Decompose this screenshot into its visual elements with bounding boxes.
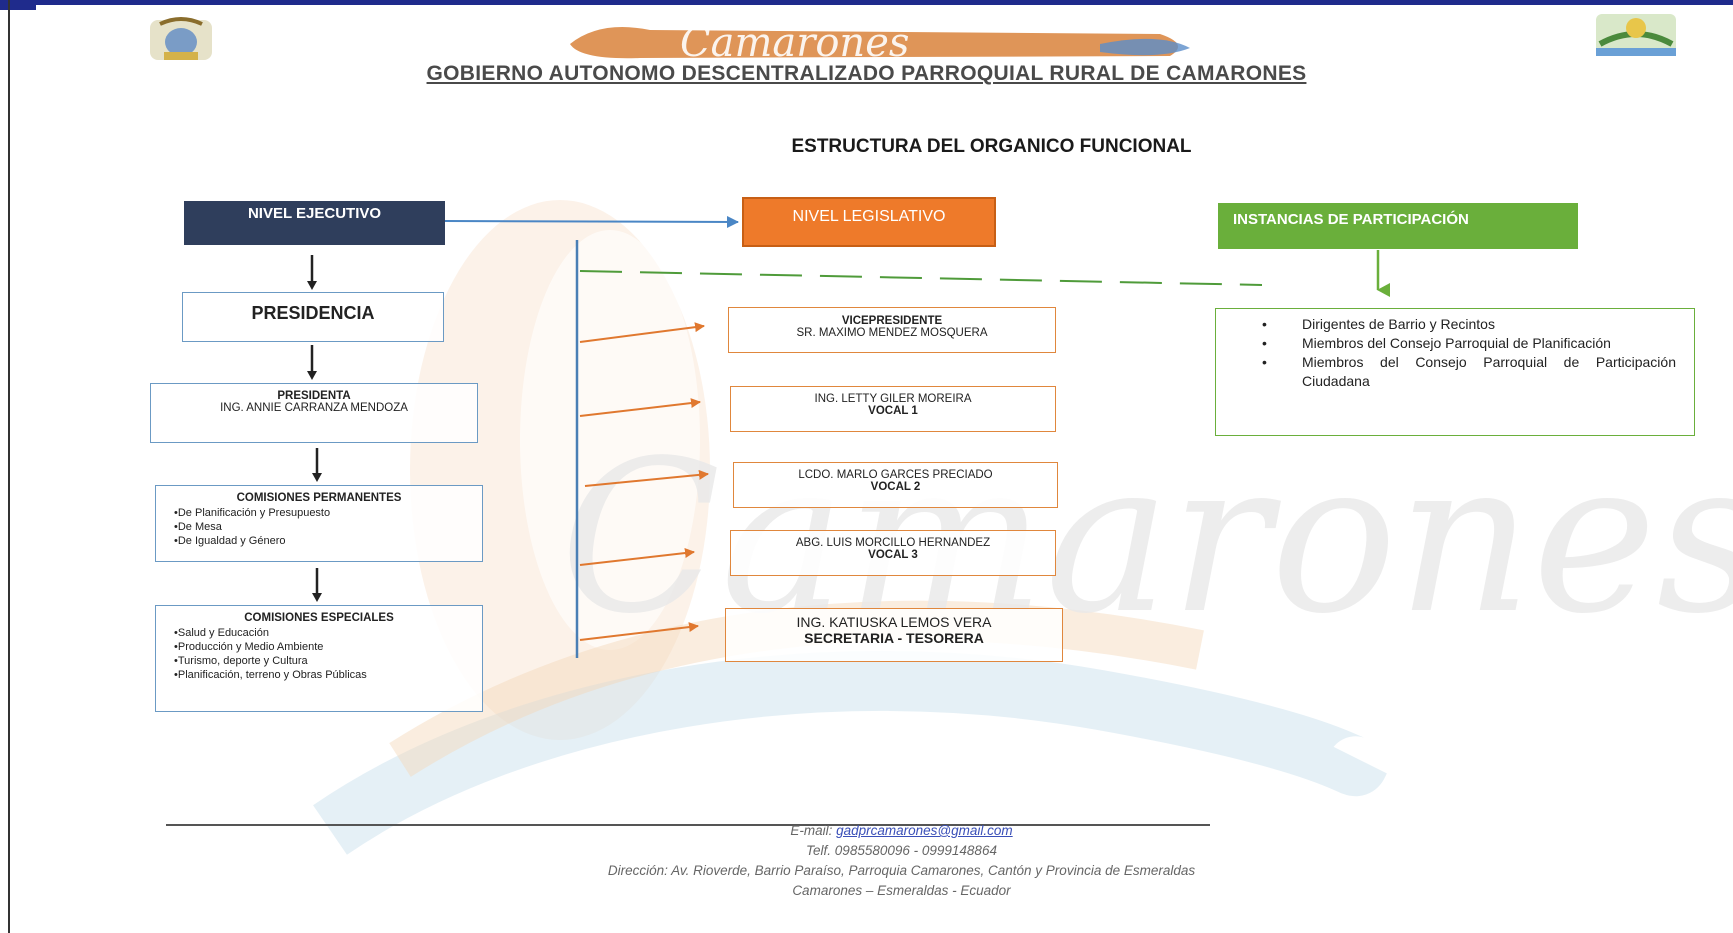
list-item: Producción y Medio Ambiente <box>174 640 482 654</box>
list-item: Miembros del Consejo Parroquial de Parti… <box>1262 353 1676 391</box>
executive-level-header: NIVEL EJECUTIVO <box>184 201 445 245</box>
vocal1-name: ING. LETTY GILER MOREIRA <box>814 393 972 405</box>
list-item: Planificación, terreno y Obras Públicas <box>174 668 482 682</box>
arrow-to-vocal1 <box>579 398 701 417</box>
left-border <box>8 0 10 933</box>
vocal2-box: LCDO. MARLO GARCES PRECIADO VOCAL 2 <box>733 462 1058 508</box>
footer-divider <box>166 824 1210 826</box>
vice-name: SR. MAXIMO MENDEZ MOSQUERA <box>796 327 988 339</box>
comisiones-permanentes-list: De Planificación y Presupuesto De Mesa D… <box>156 506 482 548</box>
list-item: De Igualdad y Género <box>174 534 482 548</box>
top-border <box>0 0 1733 5</box>
secretaria-tesorera-box: ING. KATIUSKA LEMOS VERA SECRETARIA - TE… <box>725 608 1063 662</box>
vocal3-box: ABG. LUIS MORCILLO HERNANDEZ VOCAL 3 <box>730 530 1056 576</box>
svg-text:Camarones: Camarones <box>680 20 909 66</box>
comisiones-especiales-list: Salud y Educación Producción y Medio Amb… <box>156 626 482 682</box>
list-item: Turismo, deporte y Cultura <box>174 654 482 668</box>
footer-email-line: E-mail: gadprcamarones@gmail.com <box>0 823 1733 838</box>
email-link[interactable]: gadprcamarones@gmail.com <box>836 823 1013 838</box>
page-title: ESTRUCTURA DEL ORGANICO FUNCIONAL <box>791 136 1192 157</box>
comisiones-permanentes-box: COMISIONES PERMANENTES De Planificación … <box>155 485 483 562</box>
vocal3-role: VOCAL 3 <box>868 549 918 561</box>
vocal1-role: VOCAL 1 <box>868 405 918 417</box>
list-item: De Planificación y Presupuesto <box>174 506 482 520</box>
list-item: De Mesa <box>174 520 482 534</box>
list-item: Miembros del Consejo Parroquial de Plani… <box>1262 334 1676 353</box>
corner-mark <box>0 0 36 10</box>
footer-location: Camarones – Esmeraldas - Ecuador <box>792 883 1011 898</box>
participation-level-header: INSTANCIAS DE PARTICIPACIÓN <box>1218 203 1578 249</box>
comisiones-especiales-title: COMISIONES ESPECIALES <box>244 612 394 624</box>
footer-address: Dirección: Av. Rioverde, Barrio Paraíso,… <box>607 863 1196 878</box>
vocal1-box: ING. LETTY GILER MOREIRA VOCAL 1 <box>730 386 1056 432</box>
dashed-link-to-participation <box>579 270 1263 286</box>
participation-list: Dirigentes de Barrio y Recintos Miembros… <box>1246 315 1676 391</box>
secretaria-name: ING. KATIUSKA LEMOS VERA <box>796 614 992 630</box>
legislative-level-header: NIVEL LEGISLATIVO <box>742 197 996 247</box>
parish-seal-icon <box>1596 14 1676 56</box>
arrow-to-vice <box>579 322 705 343</box>
participation-list-box: Dirigentes de Barrio y Recintos Miembros… <box>1215 308 1695 436</box>
vocal3-name: ABG. LUIS MORCILLO HERNANDEZ <box>795 537 991 549</box>
arrow-to-vocal2 <box>584 469 709 487</box>
presidenta-box: PRESIDENTA ING. ANNIE CARRANZA MENDOZA <box>150 383 478 443</box>
email-label: E-mail: <box>790 823 833 838</box>
list-item: Salud y Educación <box>174 626 482 640</box>
vice-role: VICEPRESIDENTE <box>841 315 943 327</box>
presidenta-name: ING. ANNIE CARRANZA MENDOZA <box>220 402 408 414</box>
vocal2-name: LCDO. MARLO GARCES PRECIADO <box>798 469 993 481</box>
vicepresidente-box: VICEPRESIDENTE SR. MAXIMO MENDEZ MOSQUER… <box>728 307 1056 353</box>
government-title: GOBIERNO AUTONOMO DESCENTRALIZADO PARROQ… <box>426 62 1307 85</box>
ecuador-coat-of-arms-icon <box>150 17 212 60</box>
presidencia-box: PRESIDENCIA <box>182 292 444 342</box>
arrow-to-vocal3 <box>579 548 695 566</box>
secretaria-role: SECRETARIA - TESORERA <box>804 630 984 646</box>
vocal2-role: VOCAL 2 <box>870 481 921 493</box>
footer-phone: Telf. 0985580096 - 0999148864 <box>806 843 997 858</box>
comisiones-permanentes-title: COMISIONES PERMANENTES <box>236 492 402 504</box>
arrow-exec-to-legis <box>444 215 739 228</box>
arrow-to-secretaria <box>579 622 699 641</box>
comisiones-especiales-box: COMISIONES ESPECIALES Salud y Educación … <box>155 605 483 712</box>
list-item: Dirigentes de Barrio y Recintos <box>1262 315 1676 334</box>
presidenta-role: PRESIDENTA <box>277 390 351 402</box>
camarones-logo: Camarones <box>570 20 1190 66</box>
